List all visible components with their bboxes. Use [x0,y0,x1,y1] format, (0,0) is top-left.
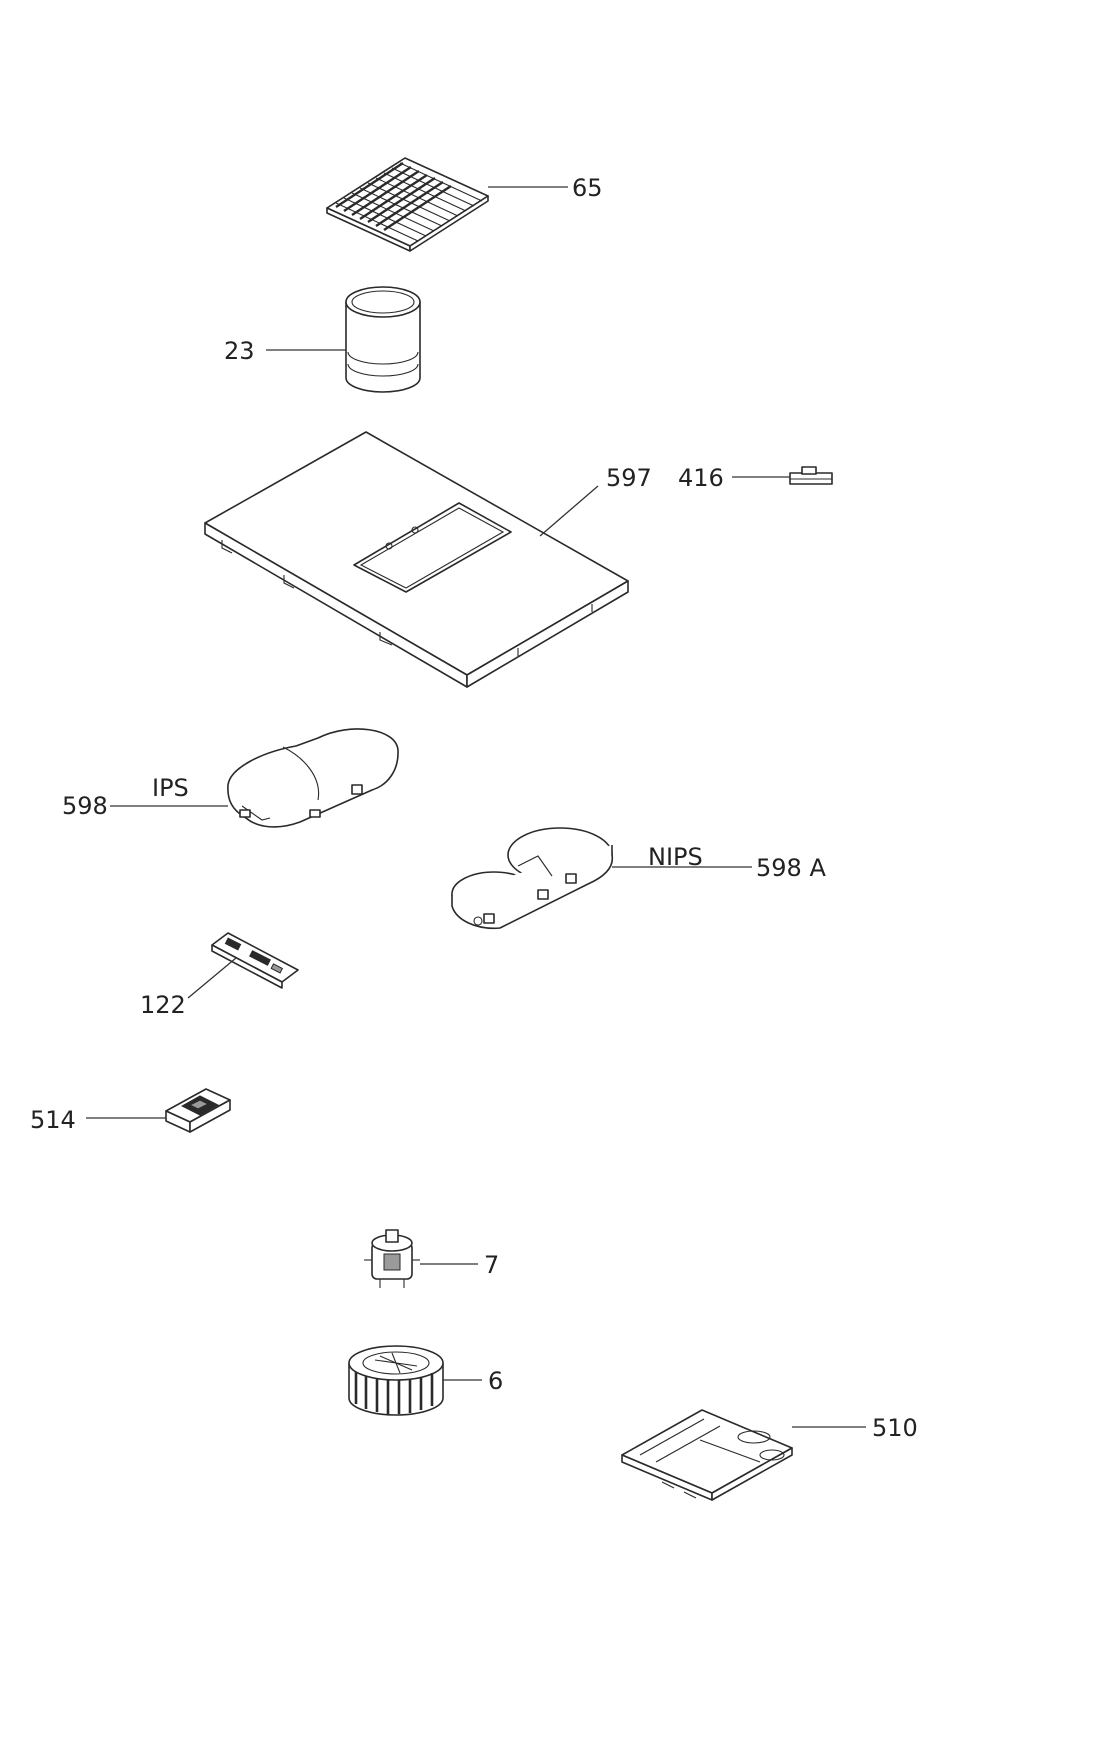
part-touch-module-514[interactable] [165,1088,231,1133]
part-motor-7[interactable] [364,1229,420,1288]
part-bracket-510[interactable] [621,1409,793,1501]
part-label-597: 597 [606,464,652,492]
part-clip-416[interactable] [789,466,833,485]
part-hob-597[interactable] [204,431,629,688]
part-label-514: 514 [30,1106,76,1134]
part-name-ips: IPS [152,774,189,802]
part-label-23: 23 [224,337,255,365]
part-label-416: 416 [678,464,724,492]
part-label-7: 7 [484,1251,499,1279]
part-label-598: 598 [62,792,108,820]
part-grille-65[interactable] [326,157,489,252]
part-name-nips: NIPS [648,843,703,871]
part-label-598a: 598 A [756,854,826,882]
part-label-510: 510 [872,1414,918,1442]
part-label-6: 6 [488,1367,503,1395]
part-control-board-122[interactable] [211,932,299,989]
leader-line [187,957,237,999]
part-label-65: 65 [572,174,603,202]
part-filter-23[interactable] [345,286,421,393]
part-ips-module-598[interactable] [227,728,399,828]
part-nips-module-598a[interactable] [451,827,614,930]
part-label-122: 122 [140,991,186,1019]
leader-line [539,485,599,537]
part-fan-wheel-6[interactable] [348,1345,444,1416]
